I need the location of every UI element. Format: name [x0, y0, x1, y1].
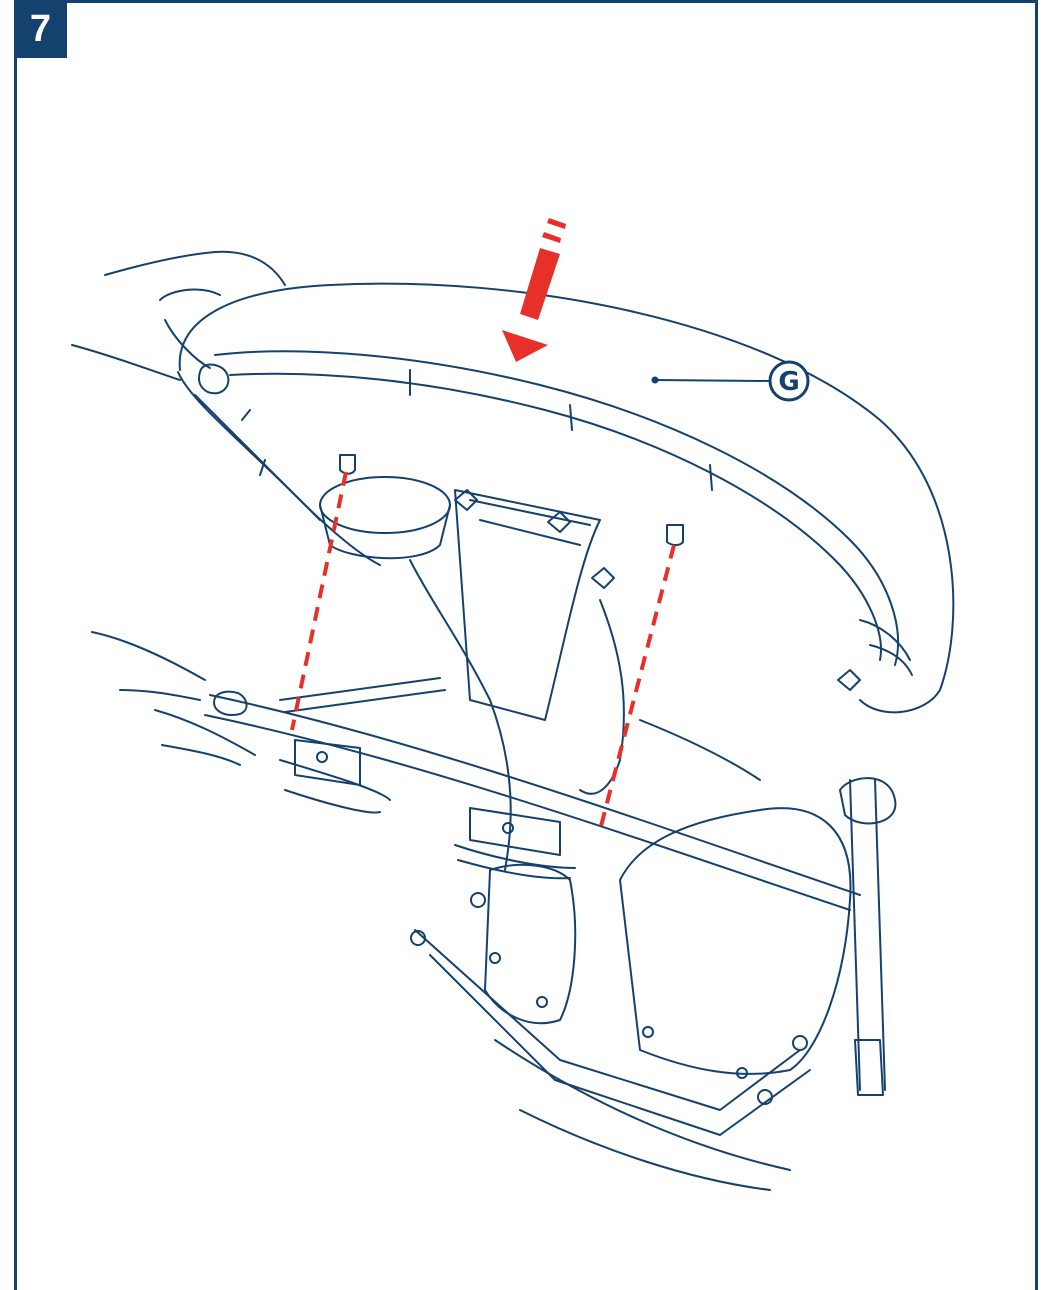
- frame-bar: [204, 677, 897, 1096]
- cup-holder: [319, 476, 451, 560]
- push-down-arrow-icon: [502, 218, 566, 362]
- alignment-dashes: [290, 471, 676, 831]
- callout-g-label: G: [778, 367, 799, 397]
- left-hand-top: [71, 250, 286, 395]
- right-hand-bottom: [91, 631, 256, 766]
- mounting-pegs: [339, 454, 861, 691]
- step-number-badge: 7: [14, 0, 67, 58]
- callout-leader-line: [654, 379, 771, 382]
- callout-g: G: [768, 360, 810, 402]
- hood-part-g: [177, 282, 955, 714]
- instruction-frame: [14, 0, 1038, 1290]
